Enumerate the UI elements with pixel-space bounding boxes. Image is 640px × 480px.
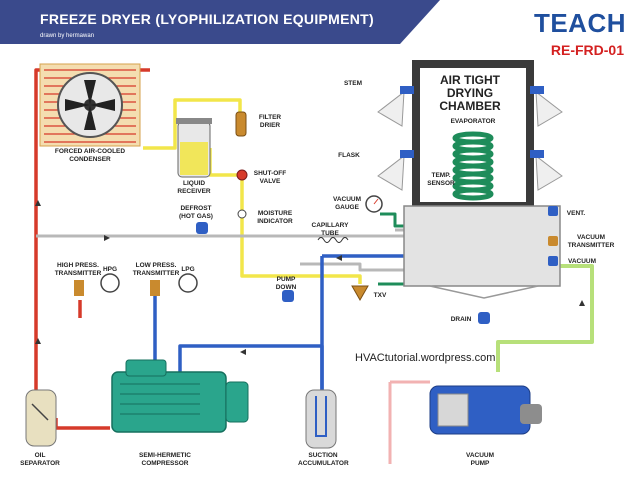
pump-down-solenoid-icon: [282, 290, 294, 302]
filter-drier: [235, 111, 247, 137]
drain-valve-icon: [478, 312, 490, 324]
moisture-indicator-icon: [237, 209, 247, 219]
shut-off-valve: [236, 169, 248, 181]
vacuum-transmitter-icon: [548, 236, 558, 246]
capillary-tube: [317, 237, 349, 243]
vacuum-valve-icon: [548, 256, 558, 266]
flask-right-lower: [530, 150, 563, 191]
label-defrost: DEFROST(HOT GAS): [179, 205, 213, 220]
condenser: [39, 63, 141, 147]
oil-separator: [25, 389, 57, 447]
txv-valve-icon: [351, 285, 369, 302]
suction-accumulator: [305, 389, 337, 449]
flask-left-upper: [377, 86, 414, 127]
header-band: [0, 0, 440, 44]
drain-line: [388, 380, 430, 464]
label-vent: VENT.: [566, 210, 586, 217]
label-temp-sensor: TEMP.SENSOR: [427, 172, 455, 187]
label-high-press: HIGH PRESS.TRANSMITTER: [54, 262, 102, 277]
label-drain: DRAIN: [450, 316, 472, 323]
label-stem: STEM: [343, 80, 363, 87]
flow-arrows: [35, 200, 585, 355]
diagram-credit: drawn by hermawan: [40, 33, 95, 39]
label-vacuum: VACUUM: [567, 258, 597, 265]
label-lpg: LPG: [181, 266, 195, 273]
flask-right-upper: [530, 86, 563, 127]
vacuum-line: [496, 264, 594, 372]
diagram-code: RE-FRD-01: [550, 42, 624, 58]
flask-left-lower: [377, 150, 414, 191]
label-flask: FLASK: [338, 152, 360, 159]
vacuum-pump: [429, 385, 542, 435]
liquid-receiver: [176, 118, 212, 178]
high-press-transmitter-icon: [74, 280, 84, 296]
defrost-solenoid-icon: [196, 222, 208, 234]
diagram-title: FREEZE DRYER (LYOPHILIZATION EQUIPMENT): [40, 11, 374, 27]
vent-valve-icon: [548, 206, 558, 216]
vacuum-gauge-icon: [365, 195, 383, 213]
low-press-transmitter-icon: [150, 280, 160, 296]
label-hpg: HPG: [102, 266, 118, 273]
label-evaporator: EVAPORATOR: [450, 118, 496, 125]
evaporator-coil: [452, 131, 494, 201]
compressor: [111, 359, 249, 433]
brand-logo: TEACH: [533, 8, 626, 38]
website-url: HVACtutorial.wordpress.com: [355, 352, 496, 364]
label-txv: TXV: [373, 292, 387, 299]
hpg-gauge-icon: [100, 273, 120, 293]
lpg-gauge-icon: [178, 273, 198, 293]
label-low-press: LOW PRESS.TRANSMITTER: [132, 262, 180, 277]
